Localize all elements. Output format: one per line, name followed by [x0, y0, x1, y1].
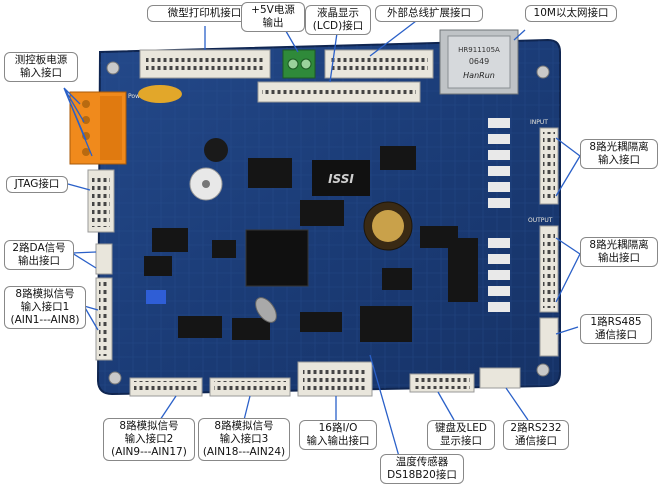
- bus-header: [324, 49, 434, 79]
- ethernet-jack: HR911105A 0649 HanRun: [439, 29, 519, 95]
- capacitor: [138, 85, 228, 162]
- rs232-header: [479, 367, 521, 389]
- label-board-power: 测控板电源输入接口: [4, 52, 78, 82]
- label-opto-output: 8路光耦隔离输出接口: [580, 237, 658, 267]
- opto-in-header: [539, 127, 559, 205]
- crystal: [255, 297, 277, 323]
- svg-text:Power: Power: [128, 93, 147, 100]
- jtag-header: [87, 169, 115, 233]
- potentiometer: [146, 290, 166, 304]
- label-ethernet: 10M以太网接口: [525, 5, 617, 22]
- power-5v-terminal: [282, 49, 316, 79]
- svg-text:ISSI: ISSI: [328, 172, 354, 186]
- label-da-output: 2路DA信号输出接口: [4, 240, 74, 270]
- lcd-header: [257, 81, 421, 103]
- leader-lines: [63, 17, 581, 461]
- label-printer-interface: 微型打印机接口: [147, 5, 262, 22]
- mounting-hole: [108, 371, 122, 385]
- keyboard-header: [409, 373, 475, 393]
- buzzer: [189, 167, 223, 201]
- label-ain1: 8路模拟信号输入接口1(AIN1---AIN8): [4, 286, 86, 329]
- svg-text:INPUT: INPUT: [530, 119, 548, 126]
- label-ain3: 8路模拟信号输入接口3(AIN18---AIN24): [198, 418, 290, 461]
- svg-text:HanRun: HanRun: [463, 71, 495, 80]
- label-5v-power-output: +5V电源输出: [241, 2, 305, 32]
- mounting-hole: [536, 363, 550, 377]
- optocoupler-array: [448, 118, 510, 312]
- ic-chips: ISSI: [144, 146, 458, 342]
- ain3-header: [209, 377, 291, 397]
- battery-holder: [363, 201, 413, 251]
- svg-text:0649: 0649: [469, 57, 489, 66]
- rs485-header: [539, 317, 559, 357]
- label-lcd-interface: 液晶显示(LCD)接口: [305, 5, 371, 35]
- io16-header: [297, 361, 373, 397]
- opto-out-header: [539, 225, 559, 313]
- svg-text:OUTPUT: OUTPUT: [528, 217, 553, 224]
- ain1-header: [95, 277, 113, 361]
- mounting-hole: [536, 65, 550, 79]
- ain2-header: [129, 377, 203, 397]
- label-external-bus: 外部总线扩展接口: [375, 5, 483, 22]
- da-header: [95, 243, 113, 275]
- mounting-hole: [106, 61, 120, 75]
- ethernet-module-text: HR911105A: [458, 46, 500, 54]
- label-opto-input: 8路光耦隔离输入接口: [580, 139, 658, 169]
- printer-header: [139, 49, 271, 79]
- label-ain2: 8路模拟信号输入接口2(AIN9---AIN17): [103, 418, 195, 461]
- label-jtag: JTAG接口: [6, 176, 68, 193]
